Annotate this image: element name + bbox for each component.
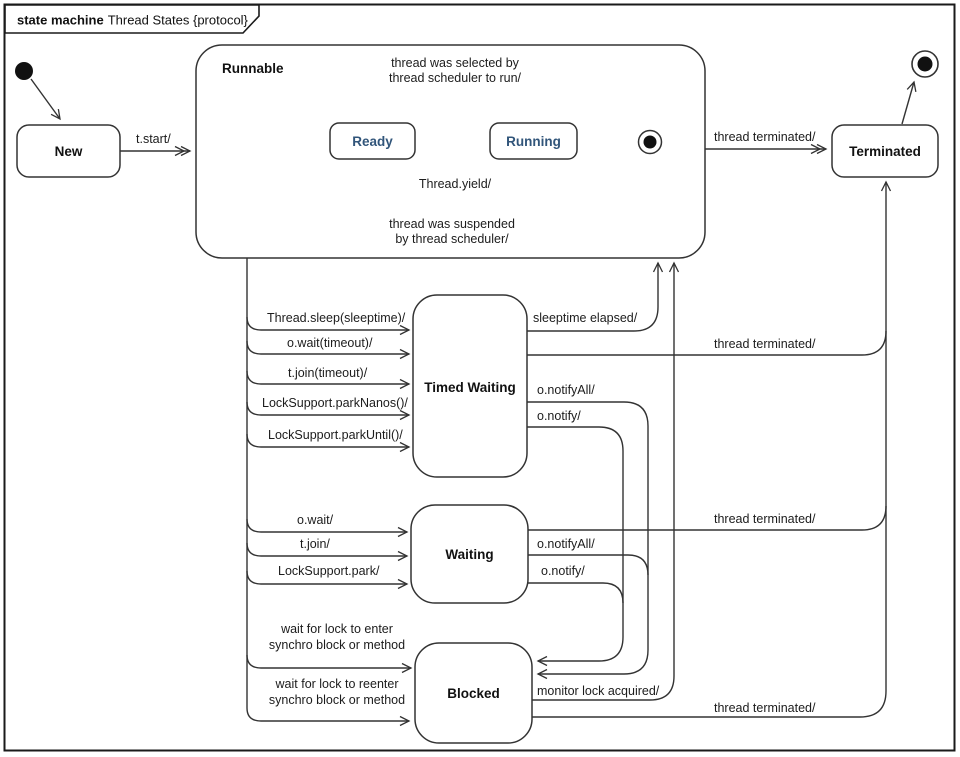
state-blocked-label: Blocked — [447, 686, 500, 701]
label-tw-notifyall: o.notifyAll/ — [537, 383, 595, 397]
transition-blocked-terminated — [532, 180, 892, 718]
label-suspended-2: by thread scheduler/ — [395, 232, 509, 246]
transition-t-join — [246, 542, 409, 562]
label-enter-1: wait for lock to enter — [280, 622, 393, 636]
state-terminated-box — [831, 124, 939, 178]
transition-tw-notifyall — [527, 401, 649, 680]
label-tw-notify: o.notify/ — [537, 409, 581, 423]
label-t-join: t.join/ — [300, 537, 330, 551]
transition-t-join-timeout — [246, 370, 411, 390]
transition-reenter-lock — [246, 258, 411, 727]
transition-locksupport-park — [246, 570, 409, 590]
label-terminated-blocked: thread terminated/ — [714, 701, 816, 715]
final-state-inner — [643, 135, 657, 149]
title-keyword: state machine — [17, 13, 104, 28]
state-waiting-box — [410, 504, 529, 604]
state-waiting-label: Waiting — [445, 547, 493, 562]
transition-monitor-lock-acquired — [532, 261, 680, 701]
label-reenter-1: wait for lock to reenter — [275, 677, 399, 691]
transition-tw-notify — [527, 426, 624, 667]
state-terminated-label: Terminated — [849, 144, 921, 159]
label-terminated-top: thread terminated/ — [714, 130, 816, 144]
state-ready-label: Ready — [352, 134, 393, 149]
label-o-wait: o.wait/ — [297, 513, 334, 527]
final-state-inner — [917, 56, 933, 72]
label-reenter-2: synchro block or method — [269, 693, 405, 707]
label-w-notifyall: o.notifyAll/ — [537, 537, 595, 551]
state-new-label: New — [55, 144, 83, 159]
state-timed-waiting-box — [412, 294, 528, 478]
state-ready-box — [329, 122, 416, 160]
label-t-join-timeout: t.join(timeout)/ — [288, 366, 368, 380]
label-suspended-1: thread was suspended — [389, 217, 515, 231]
label-enter-2: synchro block or method — [269, 638, 405, 652]
label-locksupport-park: LockSupport.park/ — [278, 564, 380, 578]
state-waiting: Waiting — [410, 504, 529, 604]
label-park-until: LockSupport.parkUntil()/ — [268, 428, 403, 442]
transition-sleeptime-elapsed — [527, 261, 664, 332]
state-ready: Ready — [329, 122, 416, 160]
transition-park-nanos — [246, 401, 411, 421]
state-blocked-box — [414, 642, 533, 744]
state-new-box — [16, 124, 121, 178]
label-selected-1: thread was selected by — [391, 56, 520, 70]
title-name: Thread States {protocol} — [108, 13, 249, 28]
label-t-start: t.start/ — [136, 132, 171, 146]
label-terminated-waiting: thread terminated/ — [714, 512, 816, 526]
transition-thread-sleep — [246, 316, 411, 336]
transition-o-wait-timeout — [246, 340, 411, 360]
label-o-wait-timeout: o.wait(timeout)/ — [287, 336, 373, 350]
state-timed-waiting: Timed Waiting — [412, 294, 528, 478]
label-selected-2: thread scheduler to run/ — [389, 71, 522, 85]
state-running-label: Running — [506, 134, 561, 149]
initial-state-icon — [15, 62, 33, 80]
label-sleeptime-elapsed: sleeptime elapsed/ — [533, 311, 638, 325]
title-tab — [4, 4, 260, 34]
transition-w-notifyall — [528, 554, 649, 576]
state-new: New — [16, 124, 121, 178]
state-running-box — [489, 122, 578, 160]
label-terminated-tw: thread terminated/ — [714, 337, 816, 351]
state-runnable-box — [195, 44, 706, 259]
top-final-state — [911, 50, 939, 78]
state-running: Running — [489, 122, 578, 160]
runnable-final-state — [637, 129, 663, 155]
state-runnable-label: Runnable — [222, 61, 284, 76]
label-thread-sleep: Thread.sleep(sleeptime)/ — [267, 311, 406, 325]
diagram-title: state machine Thread States {protocol} — [17, 13, 249, 28]
transition-o-wait — [246, 518, 409, 538]
label-thread-yield: Thread.yield/ — [419, 177, 492, 191]
transition-park-until — [246, 433, 411, 453]
transition-enter-lock — [246, 654, 413, 674]
label-monitor-lock: monitor lock acquired/ — [537, 684, 660, 698]
state-timed-waiting-label: Timed Waiting — [424, 380, 516, 395]
label-park-nanos: LockSupport.parkNanos()/ — [262, 396, 408, 410]
transition-terminated-to-final — [901, 80, 917, 125]
state-runnable: Runnable — [195, 44, 706, 259]
transition-w-notify — [528, 582, 624, 604]
label-w-notify: o.notify/ — [541, 564, 585, 578]
state-blocked: Blocked — [414, 642, 533, 744]
transition-initial-to-new — [30, 78, 61, 121]
state-terminated: Terminated — [831, 124, 939, 178]
